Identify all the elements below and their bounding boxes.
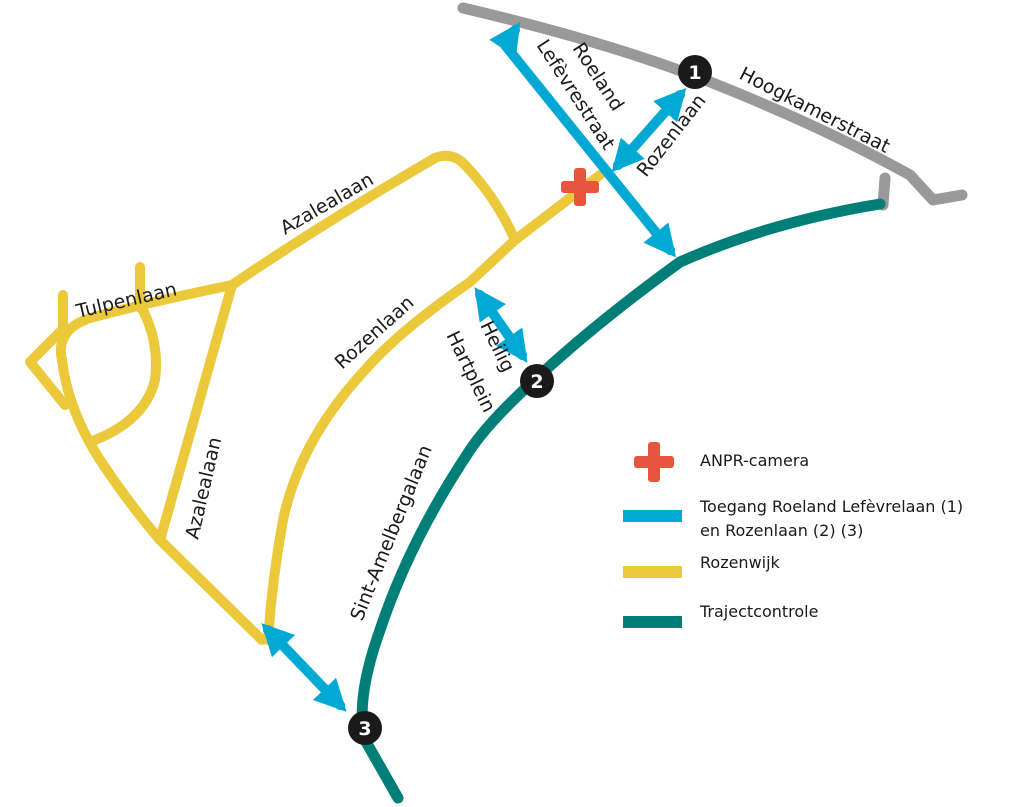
- svg-text:2: 2: [530, 371, 543, 393]
- legend-label: Toegang Roeland Lefèvrelaan (1): [700, 497, 964, 516]
- route-trajectcontrole: [356, 198, 886, 804]
- marker-1: 1: [678, 55, 712, 89]
- access-arrow-3: [261, 623, 347, 712]
- legend-label: Trajectcontrole: [700, 602, 819, 621]
- yellow-line-swatch: [623, 566, 682, 578]
- blue-line-swatch: [623, 510, 682, 522]
- rozenwijk-roads: [25, 150, 605, 645]
- anpr-camera-icon: [561, 168, 599, 206]
- svg-text:1: 1: [688, 62, 701, 84]
- legend-label: Rozenwijk: [700, 553, 780, 572]
- access-arrow-1: [611, 87, 687, 173]
- svg-text:3: 3: [358, 718, 371, 740]
- teal-line-swatch: [623, 616, 682, 628]
- access-arrow-roeland: [489, 22, 677, 258]
- legend-label: en Rozenlaan (2) (3): [700, 521, 864, 540]
- marker-2: 2: [520, 364, 554, 398]
- access-arrow-2: [474, 287, 528, 363]
- road-hoogkamerstraat: [457, 2, 968, 206]
- access-routes: [261, 22, 687, 712]
- marker-3: 3: [348, 711, 382, 745]
- cross-icon: [634, 442, 674, 482]
- label-hoogkamerstraat: Hoogkamerstraat: [736, 63, 894, 158]
- label-tulpenlaan: Tulpenlaan: [73, 278, 179, 323]
- legend-label: ANPR-camera: [700, 451, 810, 470]
